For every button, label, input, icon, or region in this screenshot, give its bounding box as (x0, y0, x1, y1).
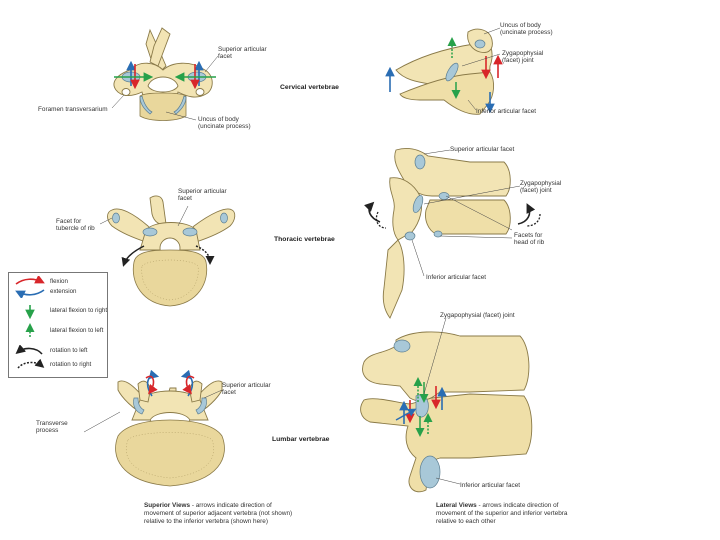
section-thoracic: Thoracic vertebrae (274, 236, 335, 243)
label-thoracic-superior-articular-facet: Superior articular facet (178, 188, 227, 203)
label-cervical-lateral-uncus: Uncus of body (uncinate process) (500, 22, 553, 37)
label-transverse-process: Transverse process (36, 420, 68, 435)
cervical-lateral-vertebrae (395, 28, 495, 115)
lumbar-superior-vertebra (115, 380, 225, 487)
caption-lateral-views: Lateral Views - arrows indicate directio… (436, 502, 568, 525)
lumbar-superior-arrows (83, 369, 223, 433)
label-cervical-superior-articular-facet: Superior articular facet (218, 46, 267, 61)
thoracic-superior-arrows (99, 205, 215, 267)
cervical-lateral-arrows (385, 27, 503, 114)
label-facet-for-tubercle-of-rib: Facet for tubercle of rib (56, 218, 95, 233)
thoracic-lateral-vertebrae (382, 147, 511, 319)
legend-item-rotation-left: rotation to left (12, 345, 106, 357)
label-cervical-uncus-of-body: Uncus of body (uncinate process) (198, 116, 251, 131)
label-lumbar-inferior-articular-facet: Inferior articular facet (460, 482, 521, 489)
lateral-flexion-right-icon (25, 305, 35, 319)
rotation-left-icon (15, 345, 43, 355)
label-cervical-zygapophysial-joint: Zygapophysial (facet) joint (502, 50, 544, 65)
rotation-right-icon (17, 359, 45, 369)
lateral-flexion-left-icon (25, 323, 35, 337)
label-thoracic-lateral-superior-articular-facet: Superior articular facet (450, 146, 515, 153)
cervical-superior-vertebra (113, 27, 213, 121)
legend-item-flexion: flexion (12, 276, 106, 288)
section-cervical: Cervical vertebrae (280, 84, 339, 91)
label-thoracic-inferior-articular-facet: Inferior articular facet (426, 274, 487, 281)
label-foramen-transversarium: Foramen transversarium (38, 106, 108, 113)
movement-legend: flexion extension lateral flexion to rig… (8, 272, 108, 378)
lumbar-lateral-arrows (395, 317, 461, 485)
section-lumbar: Lumbar vertebrae (272, 436, 330, 443)
extension-arrow-icon (15, 289, 45, 298)
label-cervical-inferior-articular-facet: Inferior articular facet (476, 108, 537, 115)
lumbar-lateral-vertebrae (360, 331, 533, 493)
legend-item-rotation-right: rotation to right (12, 359, 106, 371)
flexion-arrow-icon (15, 276, 45, 285)
legend-item-lateral-flexion-left: lateral flexion to left (12, 323, 106, 339)
label-lumbar-superior-articular-facet: Superior articular facet (222, 382, 271, 397)
thoracic-superior-vertebra (107, 195, 236, 307)
cervical-superior-arrows (111, 55, 219, 121)
label-lumbar-zygapophysial-joint: Zygapophysial (facet) joint (440, 312, 515, 319)
caption-superior-views: Superior Views - arrows indicate directi… (144, 502, 293, 525)
legend-item-lateral-flexion-right: lateral flexion to right (12, 303, 107, 319)
label-thoracic-zygapophysial-joint: Zygapophysial (facet) joint (520, 180, 562, 195)
label-facets-for-head-of-rib: Facets for head of rib (514, 232, 545, 247)
thoracic-lateral-arrows (364, 149, 541, 277)
legend-item-extension: extension (12, 286, 106, 298)
